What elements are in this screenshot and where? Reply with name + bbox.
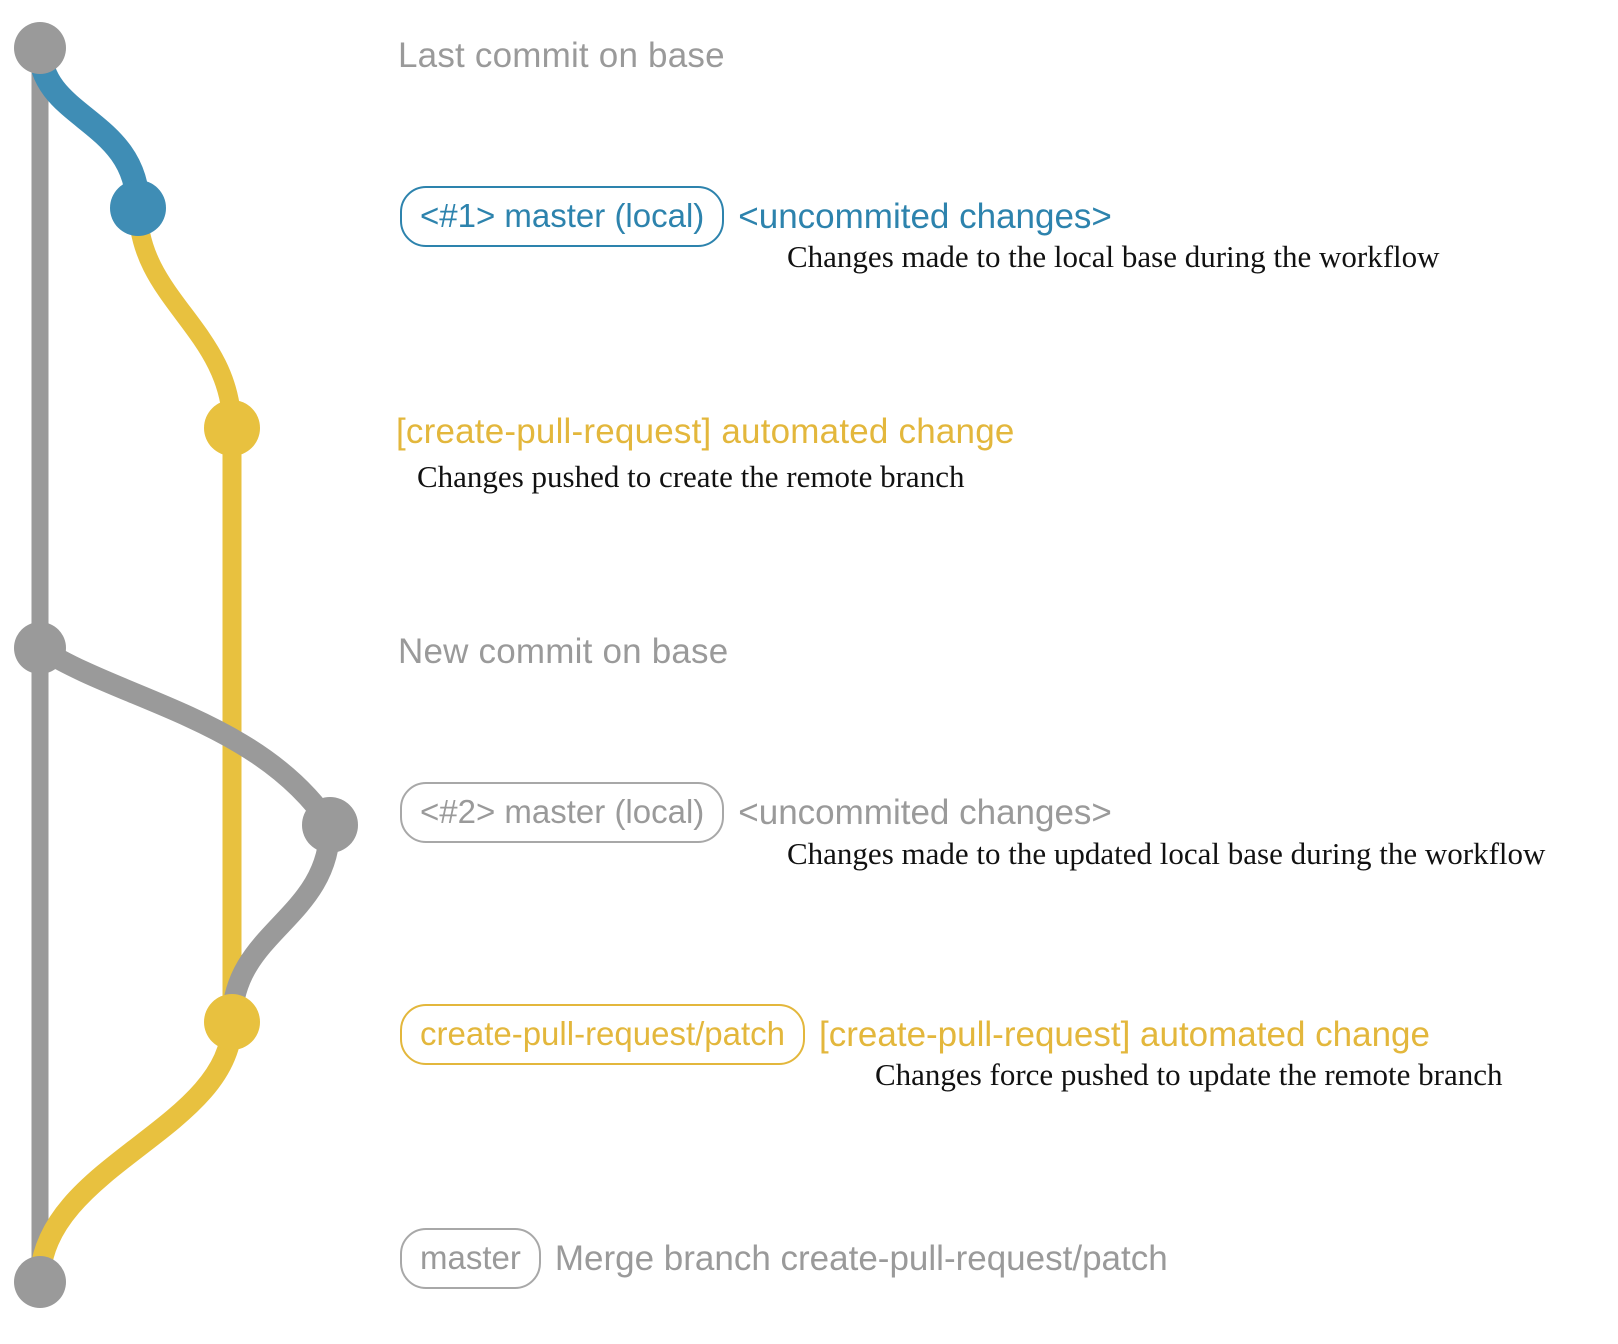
edge-local1-to-patch1	[128, 198, 242, 438]
note-patch-2: Changes force pushed to update the remot…	[875, 1057, 1503, 1092]
commit-node-patch-1[interactable]	[204, 400, 260, 456]
commit-node-master-merge[interactable]	[14, 1256, 66, 1308]
ref-badge-master-local-2[interactable]: <#2> master (local)	[400, 782, 725, 843]
commit-node-base-last[interactable]	[14, 22, 66, 74]
edge-local2-to-patch2	[221, 814, 341, 1033]
edge-basenew-to-local2	[29, 637, 341, 836]
edge-base-to-local1	[28, 36, 150, 220]
commit-node-patch-2[interactable]	[204, 994, 260, 1050]
commit-subject-master-local-2: <uncommited changes>	[738, 793, 1112, 832]
ref-row-master-merge: master Merge branch create-pull-request/…	[400, 1228, 1168, 1289]
ref-row-master-local-2: <#2> master (local) <uncommited changes>	[400, 782, 1112, 843]
edge-patch2-to-merge	[29, 1011, 243, 1293]
commit-title-patch-1: [create-pull-request] automated change	[396, 412, 1015, 451]
note-patch-1: Changes pushed to create the remote bran…	[417, 459, 965, 494]
commit-subject-patch-2: [create-pull-request] automated change	[819, 1015, 1430, 1054]
note-master-local-1: Changes made to the local base during th…	[787, 239, 1440, 274]
commit-node-base-new[interactable]	[14, 622, 66, 674]
ref-badge-master-local-1[interactable]: <#1> master (local)	[400, 186, 725, 247]
ref-badge-master[interactable]: master	[400, 1228, 541, 1289]
commit-subject-master-merge: Merge branch create-pull-request/patch	[554, 1239, 1168, 1278]
ref-row-master-local-1: <#1> master (local) <uncommited changes>	[400, 186, 1112, 247]
ref-row-patch-2: create-pull-request/patch [create-pull-r…	[400, 1004, 1430, 1065]
note-master-local-2: Changes made to the updated local base d…	[787, 836, 1546, 871]
commit-node-master-local-2[interactable]	[302, 797, 358, 853]
commit-subject-master-local-1: <uncommited changes>	[738, 197, 1112, 236]
ref-badge-create-pull-request-patch[interactable]: create-pull-request/patch	[400, 1004, 806, 1065]
commit-node-master-local-1[interactable]	[110, 180, 166, 236]
commit-title-last-commit-on-base: Last commit on base	[398, 36, 725, 75]
commit-title-new-commit-on-base: New commit on base	[398, 632, 729, 671]
